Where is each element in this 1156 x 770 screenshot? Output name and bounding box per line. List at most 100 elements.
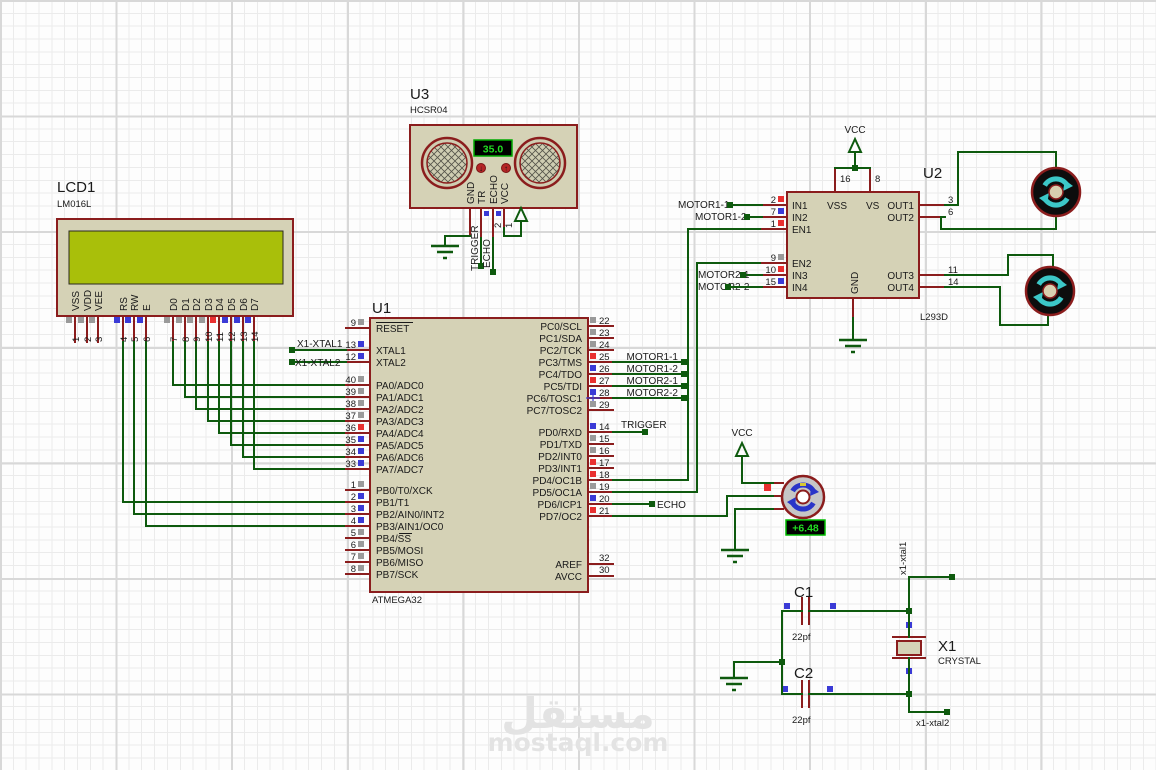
dc-motor-1[interactable] xyxy=(1030,166,1082,218)
u2-wiring[interactable]: VCC MOTOR1-1 MOTOR1-2 MOTOR2-1 MOTOR2-2 xyxy=(678,125,871,354)
u1-net-wires[interactable]: X1-XTAL1 X1-XTAL2 MOTOR1-1 MOTOR1-2 MOTO… xyxy=(289,228,776,517)
u2-pin-gnd[interactable]: GND xyxy=(850,272,861,319)
c2-capacitor[interactable]: C2 22pf xyxy=(782,665,833,726)
lcd1-pin-5[interactable]: 5RW xyxy=(125,294,141,343)
c1-capacitor[interactable]: C1 22pf xyxy=(784,584,836,643)
u3-wiring[interactable]: TRIGGER ECHO xyxy=(431,205,529,275)
net-label-x1-xtal2-u1[interactable]: X1-XTAL2 xyxy=(295,358,341,369)
motor-wires[interactable] xyxy=(940,151,1057,326)
u2-pin-vs[interactable]: 8VS xyxy=(866,167,880,212)
net-label-x1-xtal1[interactable]: x1-xtal1 xyxy=(898,542,909,575)
lcd1-pin-6[interactable]: 6E xyxy=(137,304,153,343)
net-label-motor1-1-u1[interactable]: MOTOR1-1 xyxy=(627,352,679,363)
net-label-x1-xtal2[interactable]: x1-xtal2 xyxy=(916,718,949,729)
net-label-motor1-2-u2[interactable]: MOTOR1-2 xyxy=(695,212,747,223)
u2-body[interactable] xyxy=(786,191,920,299)
wire-pd5-en2[interactable] xyxy=(612,262,763,493)
wire-pd7-servo[interactable] xyxy=(612,495,776,517)
u3-decrease-icon[interactable] xyxy=(476,163,486,173)
u3-hcsr04-component[interactable]: U3 HCSR04 35.0 ↓ ↑ GND TR ECHO VCC 2 1 xyxy=(409,86,578,239)
wire-pd4-en1[interactable] xyxy=(612,228,763,481)
u1-body[interactable] xyxy=(369,317,589,593)
net-label-motor2-2-u2[interactable]: MOTOR2-2 xyxy=(698,282,750,293)
lcd1-pin-7[interactable]: 7D0 xyxy=(164,298,180,343)
u3-increase-icon[interactable] xyxy=(501,163,511,173)
net-label-echo-sensor[interactable]: ECHO xyxy=(482,239,493,268)
net-label-x1-xtal1-u1[interactable]: X1-XTAL1 xyxy=(297,339,343,350)
lcd-to-u1-wires[interactable] xyxy=(122,341,347,527)
crystal-circuit[interactable]: C1 22pf C2 22pf X1 CRYSTAL x1-xtal1 xyxy=(720,542,981,729)
lcd1-pin-9[interactable]: 9D2 xyxy=(187,298,203,343)
net-label-echo-u1[interactable]: ECHO xyxy=(657,500,686,511)
lcd1-pin-8[interactable]: 8D1 xyxy=(176,298,192,343)
net-label-motor1-2-u1[interactable]: MOTOR1-2 xyxy=(627,364,679,375)
net-label-motor2-1-u1[interactable]: MOTOR2-1 xyxy=(627,376,679,387)
net-label-motor2-2-u1[interactable]: MOTOR2-2 xyxy=(627,388,679,399)
net-label-motor1-1-u2[interactable]: MOTOR1-1 xyxy=(678,200,730,211)
net-label-trigger-u1[interactable]: TRIGGER xyxy=(621,420,667,431)
net-label-motor2-1-u2[interactable]: MOTOR2-1 xyxy=(698,270,750,281)
dc-motor-2[interactable] xyxy=(1024,265,1076,317)
net-label-vcc-servo[interactable]: VCC xyxy=(731,428,752,439)
lcd1-pin-4[interactable]: 4RS xyxy=(114,297,130,343)
servo-motor[interactable]: VCC +6.48 xyxy=(721,428,826,564)
x1-crystal[interactable]: X1 CRYSTAL xyxy=(892,622,981,674)
